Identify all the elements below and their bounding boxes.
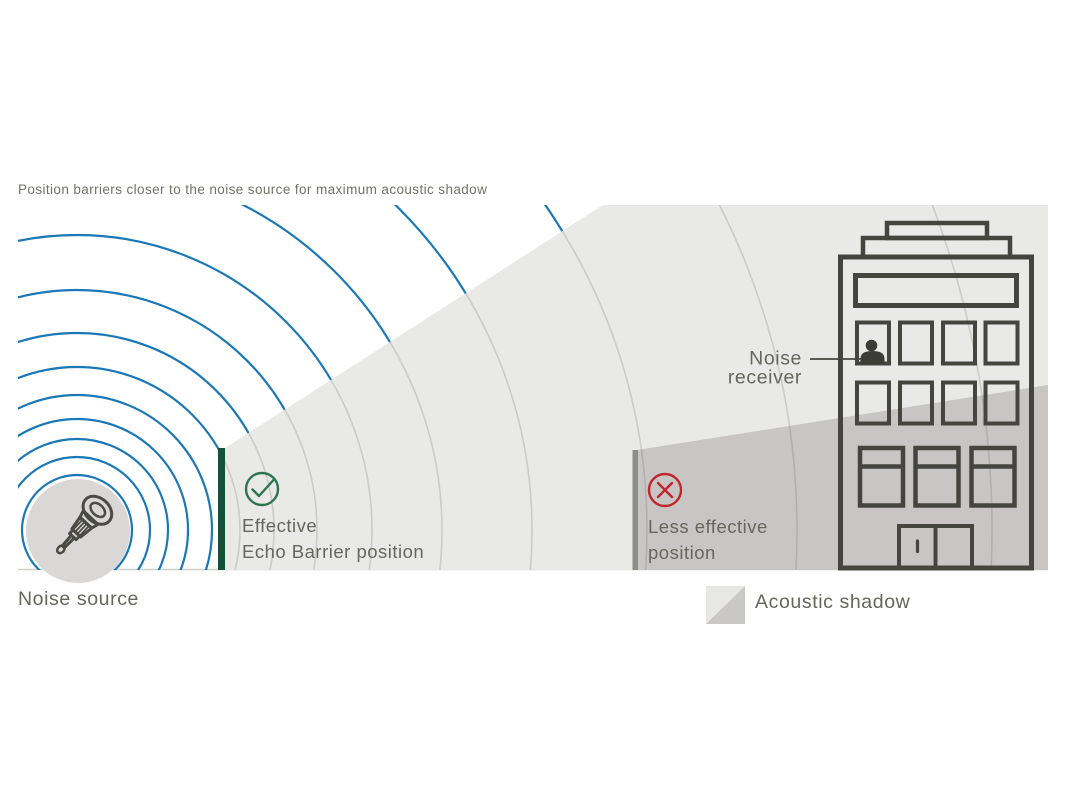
effective-label-line1: Effective — [242, 515, 317, 536]
sound-wave-arc — [20, 473, 134, 570]
window — [983, 380, 1020, 426]
sound-wave-arc-shadow — [222, 332, 275, 570]
building-banner — [853, 273, 1019, 308]
sound-wave-arc-shadow — [222, 289, 318, 570]
sound-wave-arc-shadow — [222, 205, 648, 570]
window — [941, 380, 977, 426]
window — [898, 320, 934, 366]
window — [941, 320, 977, 366]
jackhammer-icon — [55, 494, 114, 555]
building-windows-row2 — [855, 380, 1020, 426]
noise-source-label: Noise source — [18, 588, 139, 610]
person-icon — [860, 339, 885, 364]
diagram-title: Position barriers closer to the noise so… — [18, 182, 487, 197]
window — [898, 380, 934, 426]
echo-barrier-effective — [218, 448, 225, 570]
sound-wave-arc-shadow — [222, 205, 533, 570]
sound-wave-arc-shadow — [222, 205, 993, 570]
window-large — [913, 445, 961, 508]
noise-receiver-label-line1: Noise — [749, 348, 802, 370]
noise-receiver-label-line2: receiver — [728, 367, 802, 389]
sound-wave-arc-shadow — [222, 205, 443, 570]
noise-source — [26, 479, 130, 583]
echo-barrier-less-effective — [632, 450, 638, 570]
noise-source-circle — [26, 479, 130, 583]
effective-label-line2: Echo Barrier position — [242, 541, 424, 562]
building — [838, 220, 1034, 571]
sound-wave-arc-shadow — [222, 366, 241, 570]
sound-waves-shadowed — [222, 205, 993, 570]
acoustic-shadow-legend: Acoustic shadow — [706, 586, 911, 624]
checkmark-icon — [244, 471, 280, 507]
legend-swatch-dark — [706, 586, 745, 624]
legend-label: Acoustic shadow — [755, 591, 911, 613]
sound-wave-arc — [18, 393, 214, 570]
window-large — [969, 445, 1017, 508]
building-windows-row3 — [857, 445, 1017, 508]
sound-wave-arc-shadow — [222, 234, 373, 570]
sound-wave-arc-shadow — [222, 205, 798, 570]
less-effective-label-line2: position — [648, 542, 716, 563]
window — [983, 320, 1020, 366]
sound-wave-arc — [18, 437, 170, 570]
cross-icon — [647, 472, 683, 508]
window-large — [857, 445, 906, 508]
window — [855, 380, 891, 426]
sound-wave-arc — [18, 417, 190, 570]
sound-wave-arc — [18, 455, 152, 570]
building-door — [897, 524, 974, 570]
less-effective-label-line1: Less effective — [648, 516, 768, 537]
